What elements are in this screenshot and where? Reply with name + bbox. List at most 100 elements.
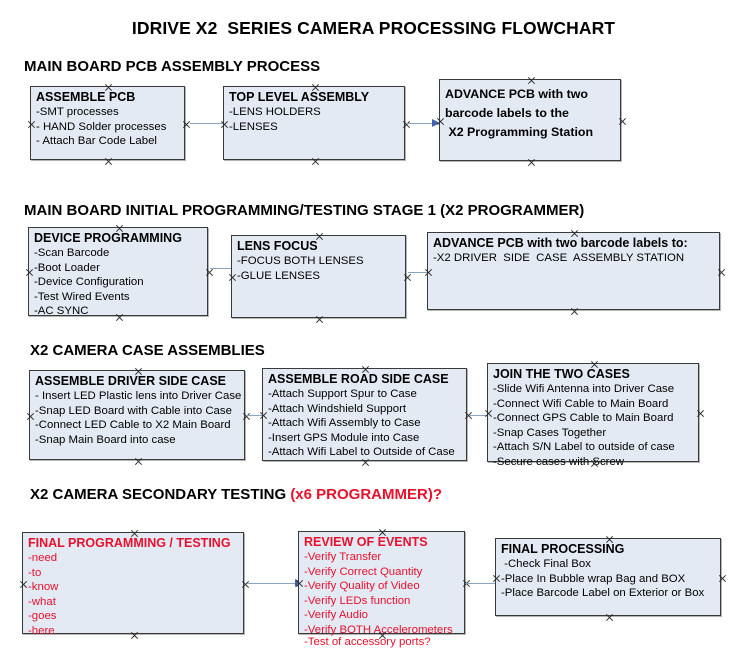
box-line: -Check Final Box [501, 558, 591, 570]
box-line: -what [28, 595, 56, 608]
page-title: IDRIVE X2 SERIES CAMERA PROCESSING FLOWC… [131, 18, 616, 38]
box-device-programming-content: DEVICE PROGRAMMING -Scan Barcode -Boot L… [29, 228, 207, 319]
box-assemble-driver-side-case-content: ASSEMBLE DRIVER SIDE CASE - Insert LED P… [30, 371, 244, 447]
resize-handle-bottom[interactable] [311, 157, 320, 166]
box-overflow-line: -Test of accessory ports? [304, 636, 431, 648]
box-title: FINAL PROGRAMMING / TESTING [28, 536, 231, 550]
connector-shaft [247, 582, 295, 585]
box-title: ASSEMBLE PCB [36, 90, 136, 104]
connector-shaft [469, 414, 487, 417]
box-line: -Connect Wifi Cable to Main Board [493, 397, 669, 410]
box-line: -Snap LED Board with Cable into Case [35, 404, 232, 417]
section-heading-4-accent: (x6 PROGRAMMER)? [290, 486, 442, 503]
box-title: ADVANCE PCB with two barcode labels to: [433, 236, 688, 250]
box-line: -Verify BOTH Accelerometers [304, 623, 453, 636]
section-heading-3: X2 CAMERA CASE ASSEMBLIES [30, 342, 265, 359]
box-assemble-road-side-case-content: ASSEMBLE ROAD SIDE CASE -Attach Support … [263, 369, 466, 460]
box-line: barcode labels to the [445, 106, 569, 120]
box-line: -Verify Audio [304, 609, 368, 622]
box-line: -Connect GPS Cable to Main Board [493, 412, 674, 425]
box-line: -Verify Transfer [304, 551, 382, 563]
section-heading-1-text: MAIN BOARD PCB ASSEMBLY PROCESS [24, 58, 321, 75]
box-title: FINAL PROCESSING [501, 542, 625, 556]
box-line: -Attach Wifi Assembly to Case [268, 417, 421, 430]
box-line: -Verify Quality of Video [304, 580, 420, 593]
box-final-processing-content: FINAL PROCESSING -Check Final Box -Place… [496, 539, 720, 601]
box-lens-focus[interactable]: LENS FOCUS -FOCUS BOTH LENSES -GLUE LENS… [231, 235, 406, 318]
box-title: DEVICE PROGRAMMING [34, 231, 182, 245]
box-line: -goes [28, 610, 57, 623]
box-line: -Scan Barcode [34, 247, 110, 259]
section-heading-4-text: X2 CAMERA SECONDARY TESTING [30, 486, 291, 503]
box-line: X2 Programming Station [445, 125, 594, 139]
box-line: -LENS HOLDERS [229, 106, 321, 118]
box-review-of-events-content: REVIEW OF EVENTS -Verify Transfer -Verif… [299, 532, 464, 638]
box-device-programming[interactable]: DEVICE PROGRAMMING -Scan Barcode -Boot L… [28, 227, 208, 319]
box-assemble-pcb[interactable]: ASSEMBLE PCB -SMT processes - HAND Solde… [30, 86, 185, 160]
box-title: ASSEMBLE DRIVER SIDE CASE [35, 374, 227, 388]
box-final-processing[interactable]: FINAL PROCESSING -Check Final Box -Place… [495, 538, 721, 616]
box-line: -Connect LED Cable to X2 Main Board [35, 419, 231, 432]
box-top-level-assembly-content: TOP LEVEL ASSEMBLY -LENS HOLDERS -LENSES [224, 87, 404, 134]
box-line: -FOCUS BOTH LENSES [237, 255, 364, 267]
box-join-the-two-cases-content: JOIN THE TWO CASES -Slide Wifi Antenna i… [488, 364, 698, 470]
section-heading-4: X2 CAMERA SECONDARY TESTING (x6 PROGRAMM… [30, 486, 442, 503]
box-line: -Verify Correct Quantity [304, 565, 423, 578]
box-advance-pcb-driver-content: ADVANCE PCB with two barcode labels to: … [428, 233, 719, 266]
box-title: LENS FOCUS [237, 239, 318, 253]
box-title: JOIN THE TWO CASES [493, 367, 630, 381]
box-line: -know [28, 581, 59, 594]
box-line: -Secure cases with Screw [493, 455, 625, 468]
box-line: -Attach S/N Label to outside of case [493, 441, 675, 454]
box-line: -GLUE LENSES [237, 269, 320, 282]
box-line: -X2 DRIVER SIDE CASE ASSEMBLY STATION [433, 252, 685, 264]
box-line: -Place Barcode Label on Exterior or Box [501, 587, 705, 600]
box-line: -need [28, 552, 58, 564]
resize-handle-right[interactable] [717, 268, 726, 277]
box-line: - Insert LED Plastic lens into Driver Ca… [35, 390, 242, 402]
resize-handle-left[interactable] [424, 268, 433, 277]
section-heading-3-text: X2 CAMERA CASE ASSEMBLIES [30, 342, 265, 359]
resize-handle-bottom[interactable] [134, 457, 143, 466]
box-advance-pcb-programming-station[interactable]: ADVANCE PCB with two barcode labels to t… [439, 79, 621, 161]
box-lens-focus-content: LENS FOCUS -FOCUS BOTH LENSES -GLUE LENS… [232, 236, 405, 283]
box-line: -Attach Wifi Label to Outside of Case [268, 446, 455, 459]
box-line: -here [28, 624, 55, 637]
box-assemble-road-side-case[interactable]: ASSEMBLE ROAD SIDE CASE -Attach Support … [262, 368, 467, 461]
box-join-the-two-cases[interactable]: JOIN THE TWO CASES -Slide Wifi Antenna i… [487, 363, 699, 468]
box-line: -Test Wired Events [34, 290, 130, 303]
box-assemble-driver-side-case[interactable]: ASSEMBLE DRIVER SIDE CASE - Insert LED P… [29, 370, 245, 460]
box-title: TOP LEVEL ASSEMBLY [229, 90, 370, 104]
connector-shaft [407, 122, 432, 125]
connector-arrow [247, 578, 303, 588]
box-line: -Attach Windshield Support [268, 402, 407, 415]
box-line: -SMT processes [36, 106, 119, 118]
box-top-level-assembly[interactable]: TOP LEVEL ASSEMBLY -LENS HOLDERS -LENSES [223, 86, 405, 160]
box-advance-pcb-driver-side-station[interactable]: ADVANCE PCB with two barcode labels to: … [427, 232, 720, 310]
box-line: -Attach Support Spur to Case [268, 388, 417, 400]
box-final-programming-testing-content: FINAL PROGRAMMING / TESTING -need -to -k… [23, 533, 243, 639]
resize-handle-bottom[interactable] [104, 157, 113, 166]
box-line: -Boot Loader [34, 261, 100, 274]
box-final-programming-testing[interactable]: FINAL PROGRAMMING / TESTING -need -to -k… [22, 532, 244, 637]
connector-arrow [407, 118, 440, 128]
box-line: -Insert GPS Module into Case [268, 431, 420, 444]
box-line: -Snap Cases Together [493, 426, 607, 439]
box-title: REVIEW OF EVENTS [304, 535, 428, 549]
box-line: -Device Configuration [34, 276, 144, 289]
resize-handle-bottom[interactable] [570, 307, 579, 316]
resize-handle-bottom[interactable] [527, 158, 536, 167]
box-line: -Snap Main Board into case [35, 433, 176, 446]
box-line: -to [28, 566, 42, 579]
section-heading-1: MAIN BOARD PCB ASSEMBLY PROCESS [24, 58, 320, 75]
resize-handle-bottom[interactable] [315, 315, 324, 324]
section-heading-2-text: MAIN BOARD INITIAL PROGRAMMING/TESTING S… [24, 202, 585, 219]
box-line: - Attach Bar Code Label [36, 135, 157, 148]
box-review-of-events[interactable]: REVIEW OF EVENTS -Verify Transfer -Verif… [298, 531, 465, 648]
box-line: -Slide Wifi Antenna into Driver Case [493, 383, 675, 395]
resize-handle-bottom[interactable] [605, 613, 614, 622]
box-title: ASSEMBLE ROAD SIDE CASE [268, 372, 449, 386]
box-advance-pcb-content: ADVANCE PCB with two barcode labels to t… [440, 80, 620, 142]
box-line: -LENSES [229, 120, 278, 133]
